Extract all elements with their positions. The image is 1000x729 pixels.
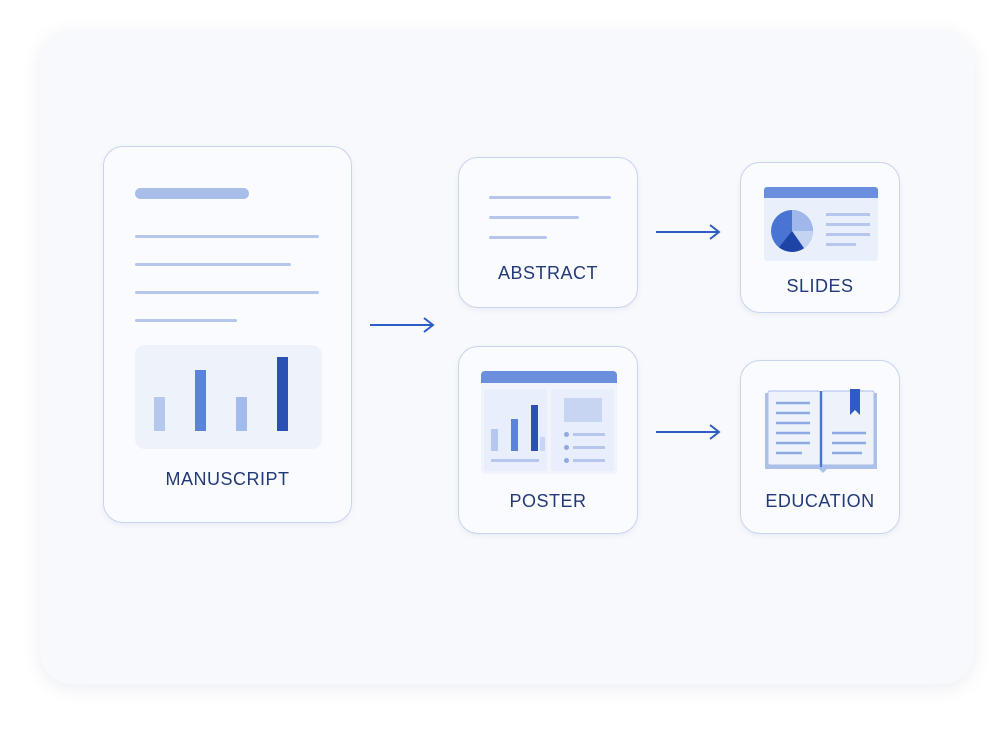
pie-slice (792, 210, 813, 231)
slide-icon (764, 187, 878, 261)
bullet-dot (564, 445, 569, 450)
arrow-head (709, 224, 721, 240)
chart-bar (531, 405, 538, 451)
abstract-text-line (489, 196, 611, 199)
chart-bar (195, 370, 206, 431)
chart-bar (491, 429, 498, 451)
right-arrow-icon (370, 317, 435, 333)
right-arrow-icon (656, 424, 721, 440)
manuscript-label: MANUSCRIPT (165, 469, 290, 489)
bar-chart-icon (135, 345, 322, 449)
chart-bar (511, 419, 518, 451)
abstract-text-line (489, 216, 579, 219)
slide-header-bar (764, 187, 878, 198)
bullet-dot (564, 432, 569, 437)
poster-image-block (564, 398, 602, 422)
slide-text-line (826, 233, 870, 236)
manuscript-text-line (135, 235, 319, 238)
bullet-line (573, 433, 605, 436)
slides-card: SLIDES (740, 162, 900, 313)
poster-icon (481, 371, 617, 474)
slide-text-line (826, 223, 870, 226)
education-card: EDUCATION (740, 360, 900, 534)
chart-bar (540, 437, 545, 451)
manuscript-title-bar (135, 188, 249, 199)
abstract-label: ABSTRACT (497, 263, 598, 283)
poster-label: POSTER (509, 491, 587, 511)
open-book-icon (765, 389, 877, 473)
pie-slice (792, 231, 813, 249)
poster-card: POSTER (458, 346, 638, 534)
abstract-text-line (489, 236, 547, 239)
arrow-head (423, 317, 435, 333)
slide-text-line (826, 213, 870, 216)
bookmark-ribbon (850, 389, 860, 415)
manuscript-text-line (135, 263, 291, 266)
arrow-head (709, 424, 721, 440)
manuscript-text-line (135, 291, 319, 294)
pie-chart-icon (771, 210, 813, 252)
poster-right-panel (551, 389, 614, 471)
chart-bar (277, 357, 288, 431)
poster-chart-baseline (491, 459, 539, 462)
bullet-line (573, 459, 605, 462)
right-arrow-icon (656, 224, 721, 240)
poster-header-bar (481, 371, 617, 383)
pie-slice (779, 231, 804, 252)
chart-bar (236, 397, 247, 431)
bullet-dot (564, 458, 569, 463)
chart-bar (154, 397, 165, 431)
manuscript-text-line (135, 319, 237, 322)
education-label: EDUCATION (765, 491, 875, 511)
poster-left-panel (484, 389, 547, 471)
abstract-card: ABSTRACT (458, 157, 638, 308)
manuscript-card: MANUSCRIPT (103, 146, 352, 523)
slide-text-line (826, 243, 856, 246)
bullet-line (573, 446, 605, 449)
slides-label: SLIDES (786, 276, 854, 296)
